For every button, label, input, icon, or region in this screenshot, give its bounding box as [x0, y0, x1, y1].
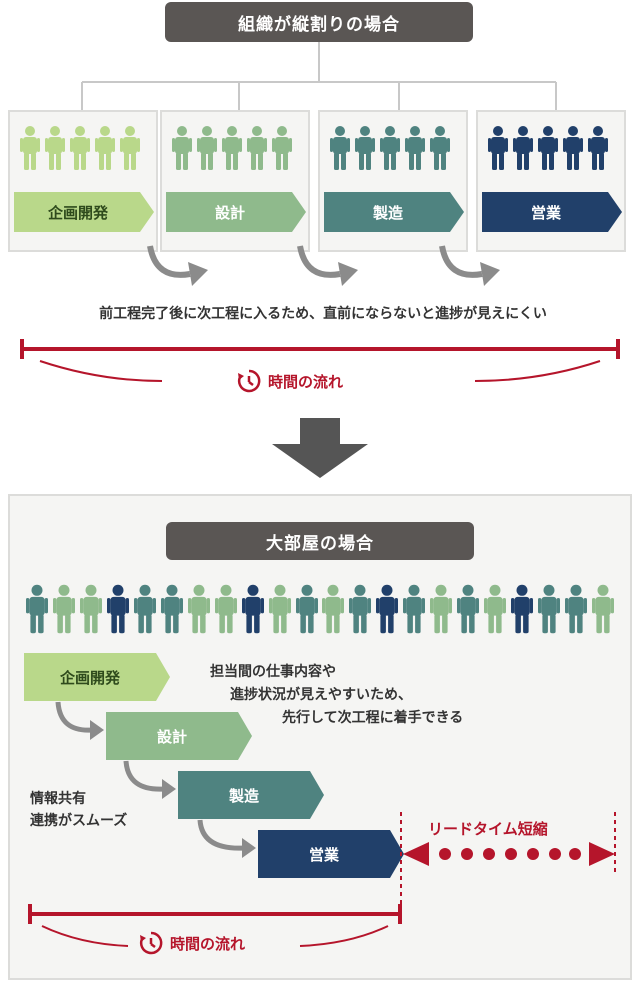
bottom-title: 大部屋の場合	[166, 522, 474, 560]
person-icon	[484, 582, 506, 640]
person-icon	[247, 126, 267, 174]
handoff-arrow	[297, 245, 341, 278]
person-icon	[513, 126, 533, 174]
arrowhead	[480, 262, 500, 286]
process-step: 設計	[106, 712, 252, 760]
person-icon	[269, 582, 291, 640]
person-icon	[457, 582, 479, 640]
org-tree-lines	[81, 42, 557, 110]
department-banner: 設計	[166, 192, 306, 232]
person-icon	[322, 582, 344, 640]
person-icon	[403, 582, 425, 640]
share-line-2: 連携がスムーズ	[30, 813, 128, 829]
process-step-label: 営業	[308, 845, 339, 864]
department-label: 製造	[372, 203, 403, 222]
person-icon	[565, 582, 587, 640]
person-icon	[380, 126, 400, 174]
person-icon	[134, 582, 156, 640]
person-icon	[53, 582, 75, 640]
step-arrow	[197, 819, 245, 851]
person-icon	[26, 582, 48, 640]
person-icon	[272, 126, 292, 174]
arrowhead	[90, 720, 104, 740]
bottom-note-line-1: 担当間の仕事内容や	[210, 664, 336, 680]
share-line-1: 情報共有	[30, 791, 86, 807]
handoff-arrows	[147, 245, 500, 286]
person-icon	[188, 582, 210, 640]
department-panel: 製造	[318, 110, 468, 252]
down-arrow-icon	[272, 418, 368, 478]
arrowhead	[338, 262, 358, 286]
clock-icon	[236, 368, 262, 394]
bottom-note-line-3: 先行して次工程に着手できる	[282, 710, 464, 726]
person-icon	[215, 582, 237, 640]
lead-time-label: リードタイム短縮	[428, 820, 548, 838]
department-label: 営業	[530, 203, 561, 222]
handoff-arrow	[147, 245, 191, 278]
department-label: 企画開発	[47, 203, 108, 222]
step-arrow	[123, 760, 165, 792]
handoff-arrow	[439, 245, 483, 278]
top-time-label: 時間の流れ	[268, 373, 344, 391]
process-step: 営業	[258, 830, 404, 878]
person-icon	[588, 126, 608, 174]
person-icon	[430, 126, 450, 174]
person-icon	[45, 126, 65, 174]
bottom-time-label: 時間の流れ	[170, 935, 246, 953]
department-panel: 営業	[476, 110, 626, 252]
person-icon	[70, 126, 90, 174]
department-label: 設計	[214, 203, 245, 222]
clock-icon	[138, 930, 164, 956]
top-note: 前工程完了後に次工程に入るため、直前にならないと進捗が見えにくい	[99, 306, 547, 322]
process-step-label: 設計	[156, 727, 187, 746]
bottom-timeline	[28, 904, 402, 947]
person-icon	[405, 126, 425, 174]
department-banner: 営業	[482, 192, 622, 232]
bottom-note-line-2: 進捗状況が見えやすいため、	[230, 687, 412, 703]
process-step: 製造	[178, 771, 324, 819]
process-step-label: 企画開発	[59, 668, 120, 687]
person-icon	[430, 582, 452, 640]
arrowhead	[162, 779, 176, 799]
person-icon	[222, 126, 242, 174]
person-icon	[376, 582, 398, 640]
arrowhead	[242, 838, 256, 858]
process-step: 企画開発	[24, 653, 170, 701]
arrowhead	[188, 262, 208, 286]
person-icon	[242, 582, 264, 640]
department-panel: 設計	[160, 110, 310, 252]
person-icon	[592, 582, 614, 640]
department-panel: 企画開発	[8, 110, 158, 252]
top-timeline	[20, 339, 620, 382]
person-icon	[511, 582, 533, 640]
person-icon	[20, 126, 40, 174]
person-icon	[355, 126, 375, 174]
person-icon	[80, 582, 102, 640]
process-step-label: 製造	[228, 786, 259, 805]
top-title: 組織が縦割りの場合	[165, 2, 473, 42]
person-icon	[538, 126, 558, 174]
person-icon	[120, 126, 140, 174]
lead-time-graphic	[400, 812, 616, 910]
person-icon	[296, 582, 318, 640]
person-icon	[197, 126, 217, 174]
step-arrow	[55, 701, 93, 733]
person-icon	[330, 126, 350, 174]
person-icon	[349, 582, 371, 640]
person-icon	[488, 126, 508, 174]
person-icon	[161, 582, 183, 640]
department-banner: 製造	[324, 192, 464, 232]
person-icon	[538, 582, 560, 640]
department-banner: 企画開発	[14, 192, 154, 232]
person-icon	[172, 126, 192, 174]
person-icon	[107, 582, 129, 640]
person-icon	[563, 126, 583, 174]
person-icon	[95, 126, 115, 174]
